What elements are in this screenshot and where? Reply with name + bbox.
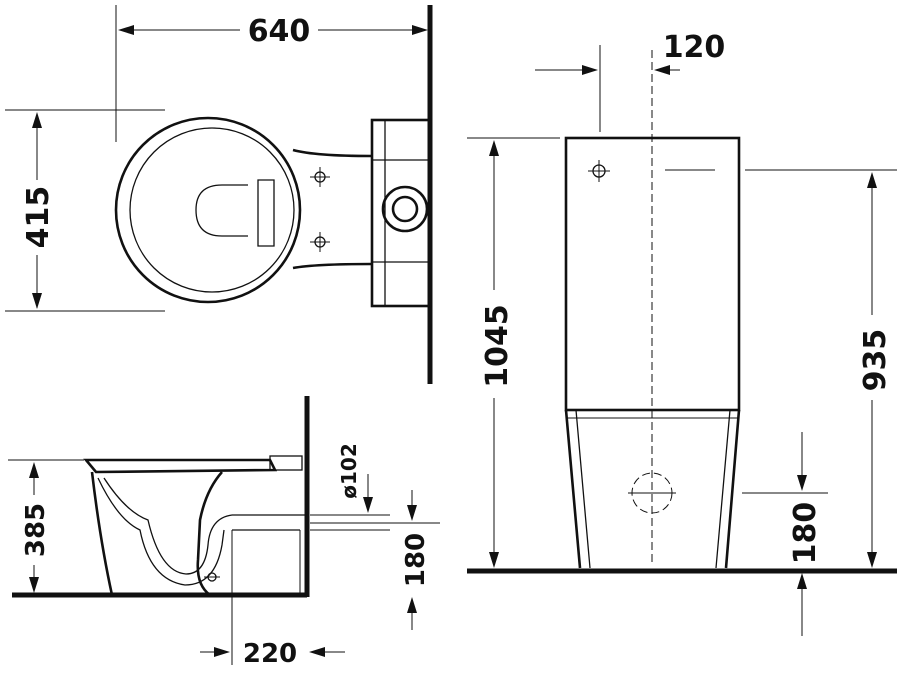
dim-label-415: 415	[21, 186, 56, 249]
pedestal-sides	[564, 409, 741, 569]
bowl-opening	[195, 184, 248, 237]
arrow-385-bottom	[29, 577, 39, 593]
trap-inner	[103, 477, 233, 575]
arrow-415-bottom	[32, 293, 42, 309]
bowl-back-edge	[196, 471, 223, 597]
trap-outer	[97, 477, 225, 586]
arrow-385-top	[29, 462, 39, 478]
side-view: 385 ø102 180 220	[8, 396, 440, 669]
body-upper-edge	[292, 148, 373, 158]
seat-side	[83, 458, 278, 474]
dim-label-385: 385	[21, 503, 51, 557]
bowl-front-edge	[90, 471, 114, 596]
fixing-point-upper	[310, 167, 330, 187]
dim-label-120: 120	[663, 30, 726, 65]
arrow-935-bottom	[867, 552, 877, 568]
fixing-point-lower	[310, 232, 330, 252]
dim-label-180-front: 180	[788, 502, 823, 565]
arrow-120-left	[582, 65, 598, 75]
dim-label-220: 220	[243, 639, 297, 669]
fixing-point-side	[204, 572, 220, 582]
arrow-220-left	[214, 647, 230, 657]
body-lower-edge	[292, 262, 373, 270]
seat-inner-circle	[129, 127, 295, 293]
outlet-outer-circle	[381, 185, 429, 233]
arrow-180-side-top	[407, 505, 417, 521]
hinge-side	[269, 455, 303, 471]
arrow-180-front-top	[797, 475, 807, 491]
arrow-180-front-bottom	[797, 573, 807, 589]
dim-label-180-side: 180	[401, 533, 431, 587]
arrow-415-top	[32, 112, 42, 128]
outlet-inner-circle	[391, 195, 419, 223]
arrow-640-left	[118, 25, 134, 35]
dim-label-1045: 1045	[480, 304, 515, 388]
arrow-120-right	[654, 65, 670, 75]
hinge-block	[257, 179, 275, 247]
top-view: 640 415	[5, 5, 433, 384]
arrow-640-right	[412, 25, 428, 35]
arrow-1045-top	[489, 140, 499, 156]
dim-label-935: 935	[858, 329, 893, 392]
arrow-102	[363, 497, 373, 513]
arrow-1045-bottom	[489, 552, 499, 568]
dim-label-102: ø102	[337, 443, 361, 499]
dim-label-640: 640	[248, 14, 311, 49]
water-inlet-mark	[588, 160, 610, 182]
arrow-220-right	[309, 647, 325, 657]
arrow-180-side-bottom	[407, 597, 417, 613]
arrow-935-top	[867, 172, 877, 188]
tank-plan	[370, 118, 432, 308]
front-view: 120 1045 935 180	[467, 30, 897, 636]
seat-outer-circle	[114, 116, 302, 304]
pedestal-inner	[575, 409, 731, 569]
